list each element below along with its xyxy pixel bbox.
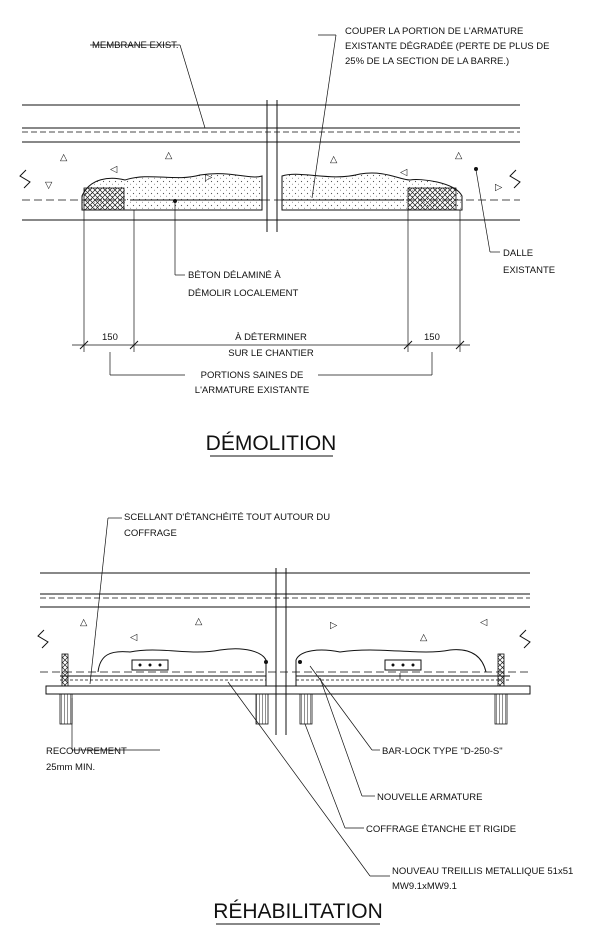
dalle-label-line2: EXISTANTE bbox=[503, 265, 555, 276]
rehab-slab: △ ◁ △ ▷ △ ◁ bbox=[37, 568, 531, 735]
dim-left-label: 150 bbox=[102, 332, 118, 343]
svg-text:△: △ bbox=[165, 150, 173, 161]
dalle-leader bbox=[475, 169, 491, 253]
svg-text:▷: ▷ bbox=[330, 620, 338, 631]
svg-text:△: △ bbox=[80, 617, 88, 628]
dim-center-line2: SUR LE CHANTIER bbox=[228, 348, 314, 359]
scellant-label-line2: COFFRAGE bbox=[124, 528, 177, 539]
portions-label-line1: PORTIONS SAINES DE bbox=[201, 370, 304, 381]
dalle-label-line1: DALLE bbox=[503, 248, 533, 259]
demolition-section: △ ◁ △ ▷ △ ◁ △ ▷ ▽ bbox=[19, 26, 555, 457]
barlock-label: BAR-LOCK TYPE "D-250-S" bbox=[382, 746, 503, 757]
couper-leader-arrow bbox=[311, 34, 337, 199]
scellant-label-line1: SCELLANT D'ÉTANCHÉITÉ TOUT AUTOUR DU bbox=[124, 512, 330, 523]
beton-label-line2: DÉMOLIR LOCALEMENT bbox=[188, 288, 299, 299]
portions-label-line2: L'ARMATURE EXISTANTE bbox=[195, 385, 309, 396]
svg-text:▷: ▷ bbox=[495, 182, 503, 193]
svg-text:△: △ bbox=[195, 616, 203, 627]
svg-text:△: △ bbox=[455, 150, 463, 161]
svg-text:△: △ bbox=[330, 154, 338, 165]
coffrage-leader bbox=[304, 723, 346, 829]
couper-label-line2: EXISTANTE DÉGRADÉE (PERTE DE PLUS DE bbox=[345, 41, 549, 52]
beton-label-line1: BÉTON DÉLAMINÉ À bbox=[188, 270, 281, 281]
rehabilitation-section: △ ◁ △ ▷ △ ◁ bbox=[37, 512, 573, 925]
rehabilitation-title: RÉHABILITATION bbox=[213, 900, 383, 923]
armature-label: NOUVELLE ARMATURE bbox=[377, 792, 482, 803]
scellant-leader bbox=[89, 517, 109, 685]
recouvrement-label-line1: RECOUVREMENT bbox=[46, 746, 127, 757]
membrane-leader-arrow bbox=[179, 44, 206, 129]
dim-center-line1: À DÉTERMINER bbox=[235, 332, 307, 343]
recouvrement-label-line2: 25mm MIN. bbox=[46, 762, 95, 773]
treillis-label-line2: MW9.1xMW9.1 bbox=[392, 881, 457, 892]
dimension-line bbox=[72, 340, 470, 376]
svg-text:◁: ◁ bbox=[400, 167, 408, 178]
svg-text:▽: ▽ bbox=[45, 180, 53, 191]
dim-right-label: 150 bbox=[424, 332, 440, 343]
treillis-label-line1: NOUVEAU TREILLIS METALLIQUE 51x51 bbox=[392, 866, 573, 877]
svg-text:△: △ bbox=[60, 152, 68, 163]
treillis-leader bbox=[227, 681, 371, 877]
barlock-leader bbox=[309, 665, 373, 751]
svg-text:◁: ◁ bbox=[110, 164, 118, 175]
demolition-title: DÉMOLITION bbox=[206, 432, 337, 455]
svg-text:◁: ◁ bbox=[130, 632, 138, 643]
armature-leader bbox=[319, 677, 363, 797]
coffrage-label: COFFRAGE ÉTANCHE ET RIGIDE bbox=[366, 824, 516, 835]
existing-slab: △ ◁ △ ▷ △ ◁ △ ▷ ▽ bbox=[19, 100, 521, 352]
couper-label-line1: COUPER LA PORTION DE L'ARMATURE bbox=[345, 26, 523, 37]
svg-text:△: △ bbox=[420, 632, 428, 643]
couper-label-line3: 25% DE LA SECTION DE LA BARRE.) bbox=[345, 56, 509, 67]
membrane-label: MEMBRANE EXIST. bbox=[92, 40, 179, 51]
svg-text:◁: ◁ bbox=[480, 617, 488, 628]
